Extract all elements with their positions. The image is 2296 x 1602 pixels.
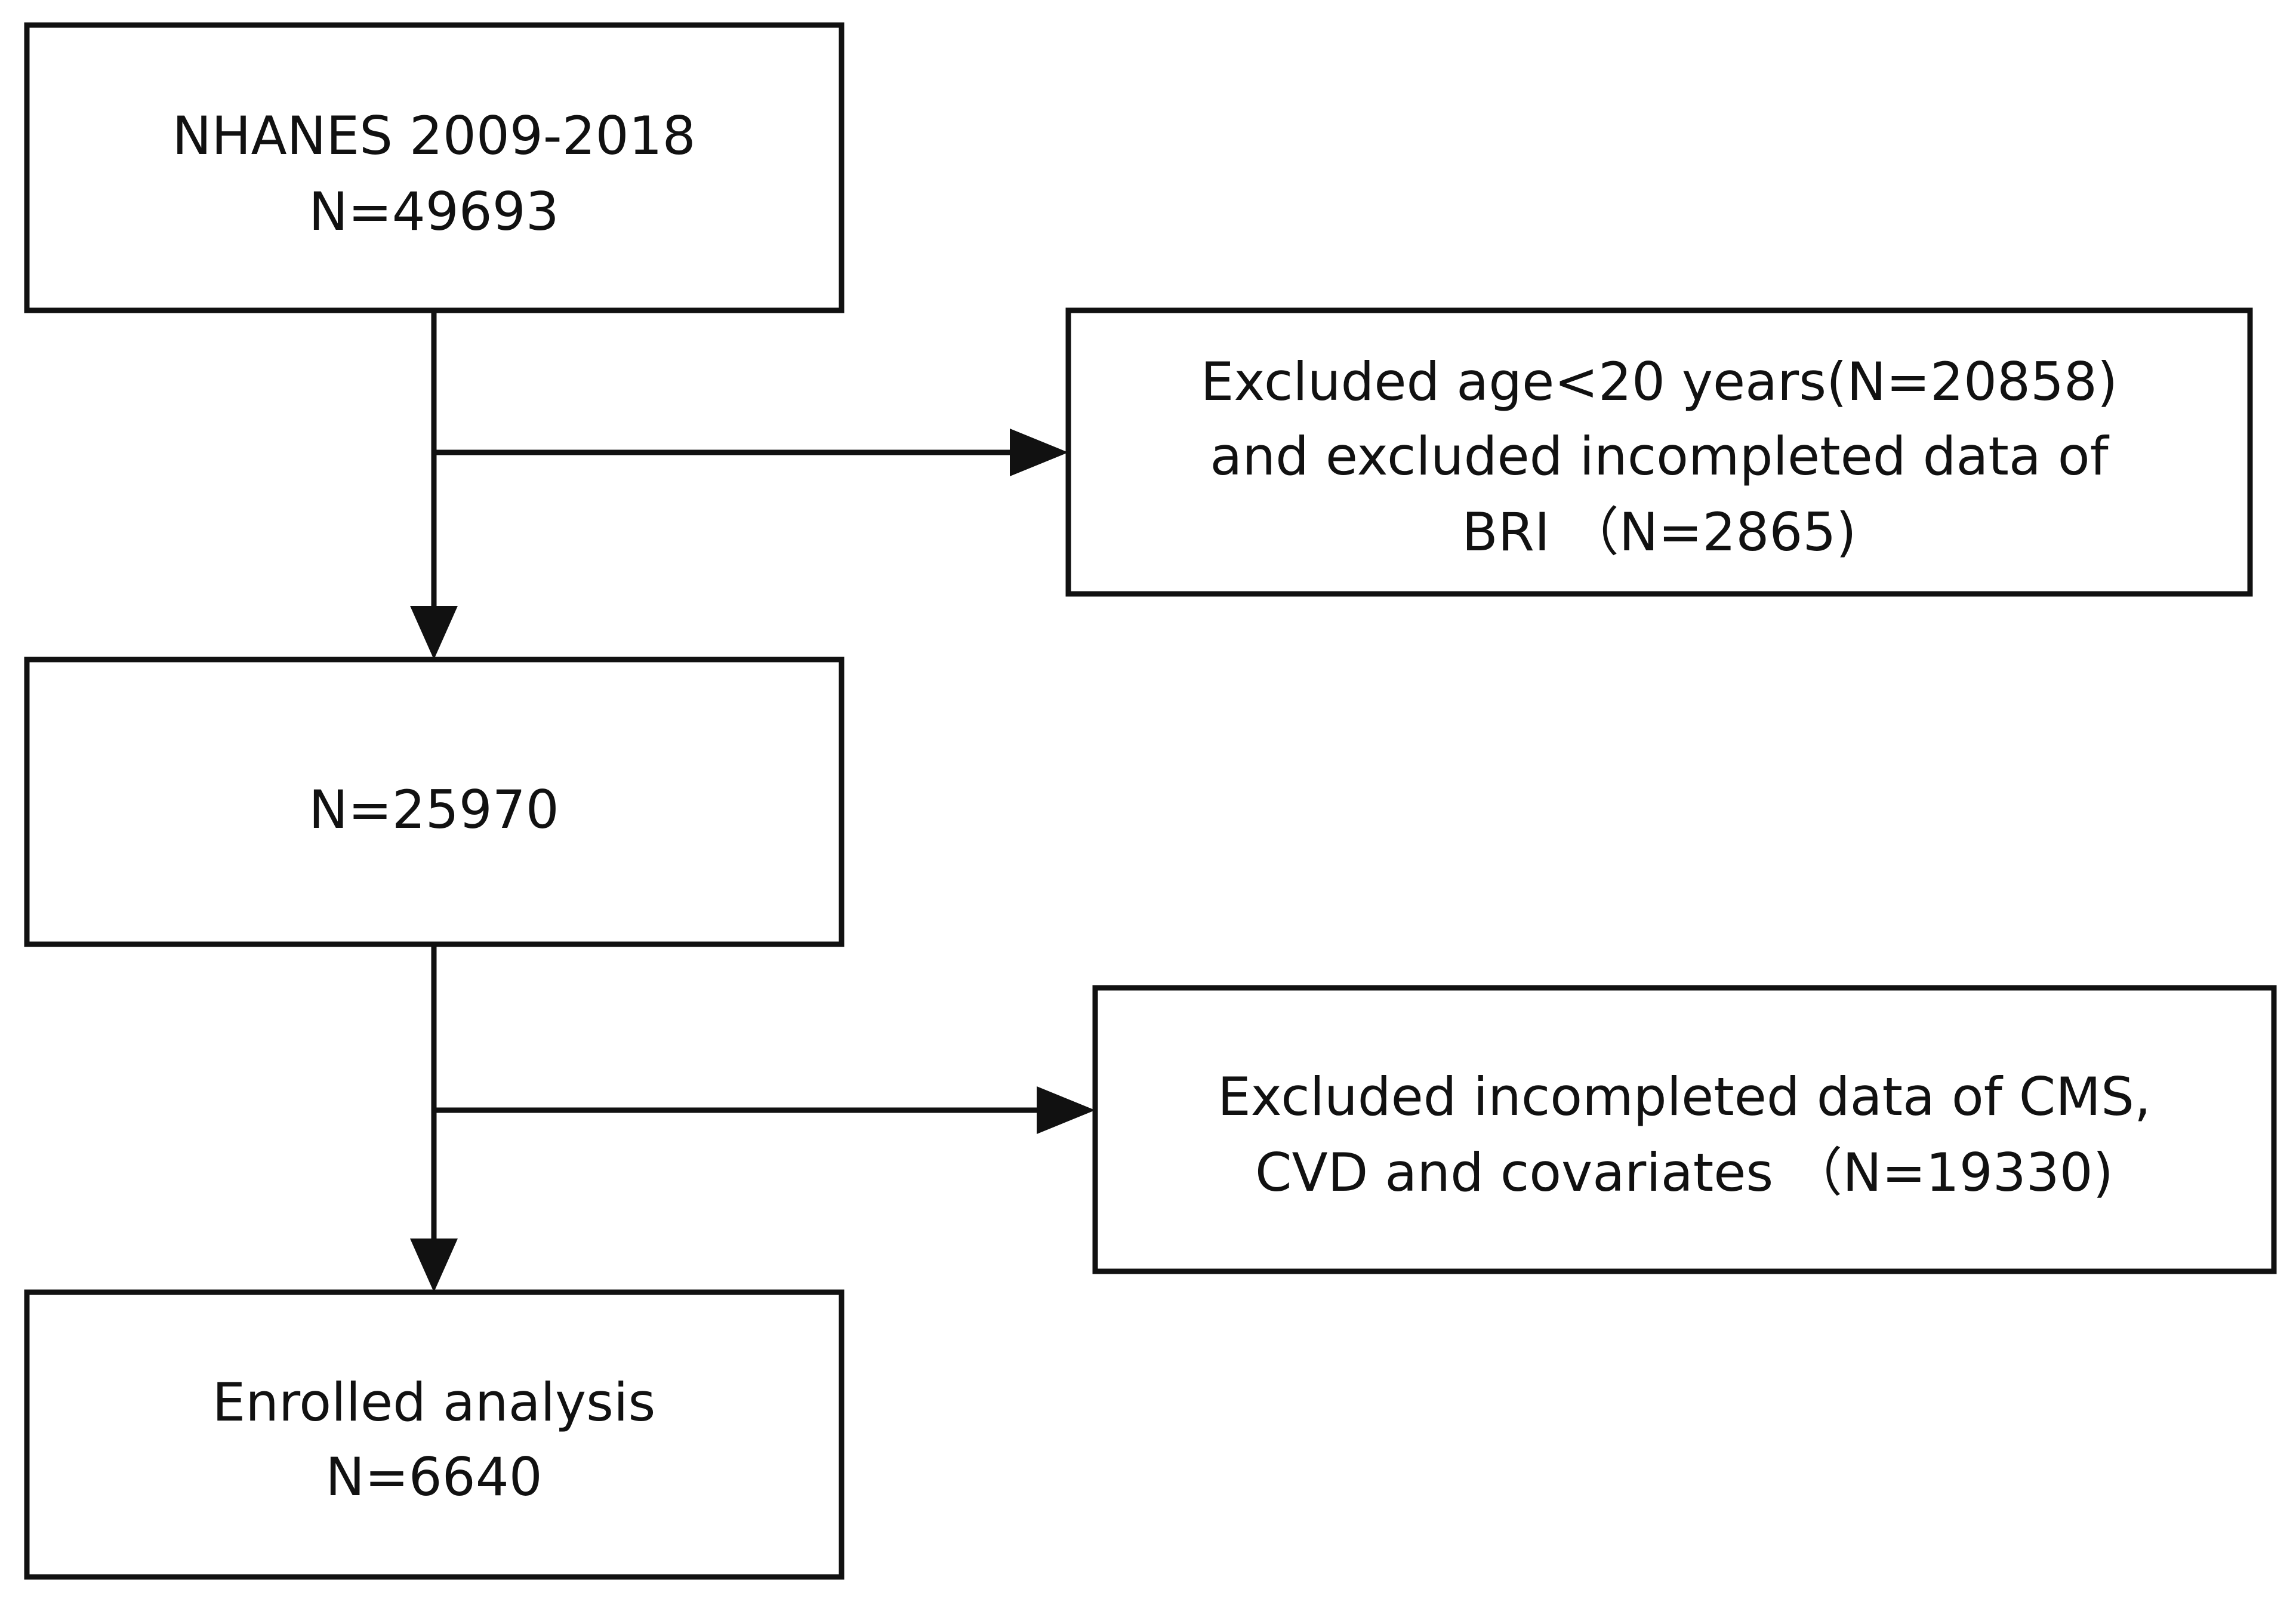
exclusion-box-2: Excluded incompleted data of CMS, CVD an… (1092, 985, 2277, 1274)
arrowhead-to-final (410, 1239, 458, 1292)
exclusion-box-1: Excluded age<20 years(N=20858) and exclu… (1065, 307, 2253, 597)
exclusion-box-2-line-1: Excluded incompleted data of CMS, (1218, 1066, 2151, 1127)
flow-box-middle: N=25970 (24, 657, 845, 947)
flow-box-final: Enrolled analysis N=6640 (24, 1289, 845, 1580)
exclusion-box-1-line-1: Excluded age<20 years(N=20858) (1201, 351, 2118, 412)
arrowhead-to-exclusion-2 (1037, 1086, 1095, 1134)
exclusion-box-2-line-2: CVD and covariates （N=19330) (1255, 1142, 2113, 1203)
flow-box-start-line-2: N=49693 (309, 181, 559, 242)
flow-box-middle-line-1: N=25970 (309, 779, 559, 840)
flow-box-start-line-1: NHANES 2009-2018 (172, 105, 695, 167)
flow-box-start: NHANES 2009-2018 N=49693 (24, 22, 845, 313)
flow-box-final-line-1: Enrolled analysis (212, 1372, 656, 1433)
arrowhead-to-middle (410, 606, 458, 660)
flow-box-final-line-2: N=6640 (325, 1446, 543, 1508)
exclusion-box-1-line-3: BRI （N=2865) (1462, 501, 1856, 563)
arrowhead-to-exclusion-1 (1010, 429, 1068, 476)
exclusion-box-1-line-2: and excluded incompleted data of (1210, 426, 2109, 487)
